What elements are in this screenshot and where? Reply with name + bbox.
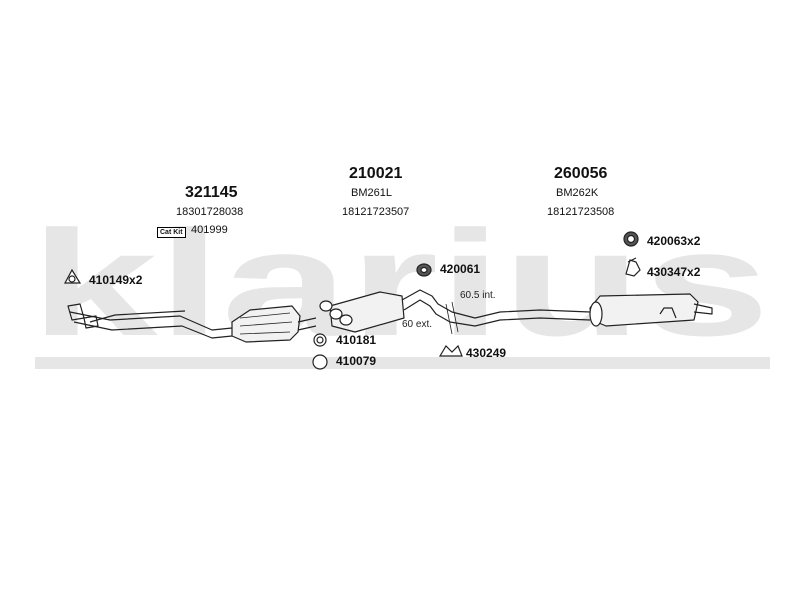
oem-code-bm261l: BM261L: [351, 187, 392, 199]
rear-bracket: [659, 307, 677, 319]
oem-number-18301728038: 18301728038: [176, 206, 244, 218]
oem-number-18121723508: 18121723508: [547, 206, 615, 218]
part-label-430347x2: 430347x2: [647, 265, 701, 279]
rear-silencer: [589, 293, 699, 327]
watermark-text: klarius: [30, 199, 770, 367]
clamp-icon-430249: [438, 344, 463, 357]
catkit-part-401999: 401999: [191, 224, 228, 236]
part-number-210021: 210021: [349, 165, 403, 182]
oem-code-bm262k: BM262K: [556, 187, 599, 199]
joint-mark: [445, 301, 459, 335]
part-label-410149x2: 410149x2: [89, 273, 143, 287]
part-label-410181: 410181: [336, 333, 377, 347]
inlet-tube-3: [339, 314, 353, 326]
part-label-430249: 430249: [466, 346, 507, 360]
flange-right: [83, 315, 99, 329]
watermark-underline: [35, 357, 770, 369]
part-number-321145: 321145: [185, 184, 238, 201]
tailpipe: [693, 303, 713, 315]
note-external-diameter: 60 ext.: [402, 319, 433, 330]
note-internal-diameter: 60.5 int.: [460, 290, 496, 301]
front-pipe-2: [73, 321, 233, 339]
ring-icon-410079: [312, 354, 328, 370]
catkit-badge: Cat Kit: [157, 227, 186, 238]
inlet-tube-2: [329, 308, 343, 320]
part-label-410079: 410079: [336, 354, 377, 368]
oem-number-18121723507: 18121723507: [342, 206, 410, 218]
front-pipe-3: [89, 310, 186, 323]
part-number-260056: 260056: [554, 165, 608, 182]
part-label-420063x2: 420063x2: [647, 234, 701, 248]
cat-outlet: [297, 317, 317, 331]
bracket-icon-430347: [625, 259, 641, 277]
inlet-tube-1: [319, 300, 333, 312]
part-label-420061: 420061: [440, 262, 481, 276]
